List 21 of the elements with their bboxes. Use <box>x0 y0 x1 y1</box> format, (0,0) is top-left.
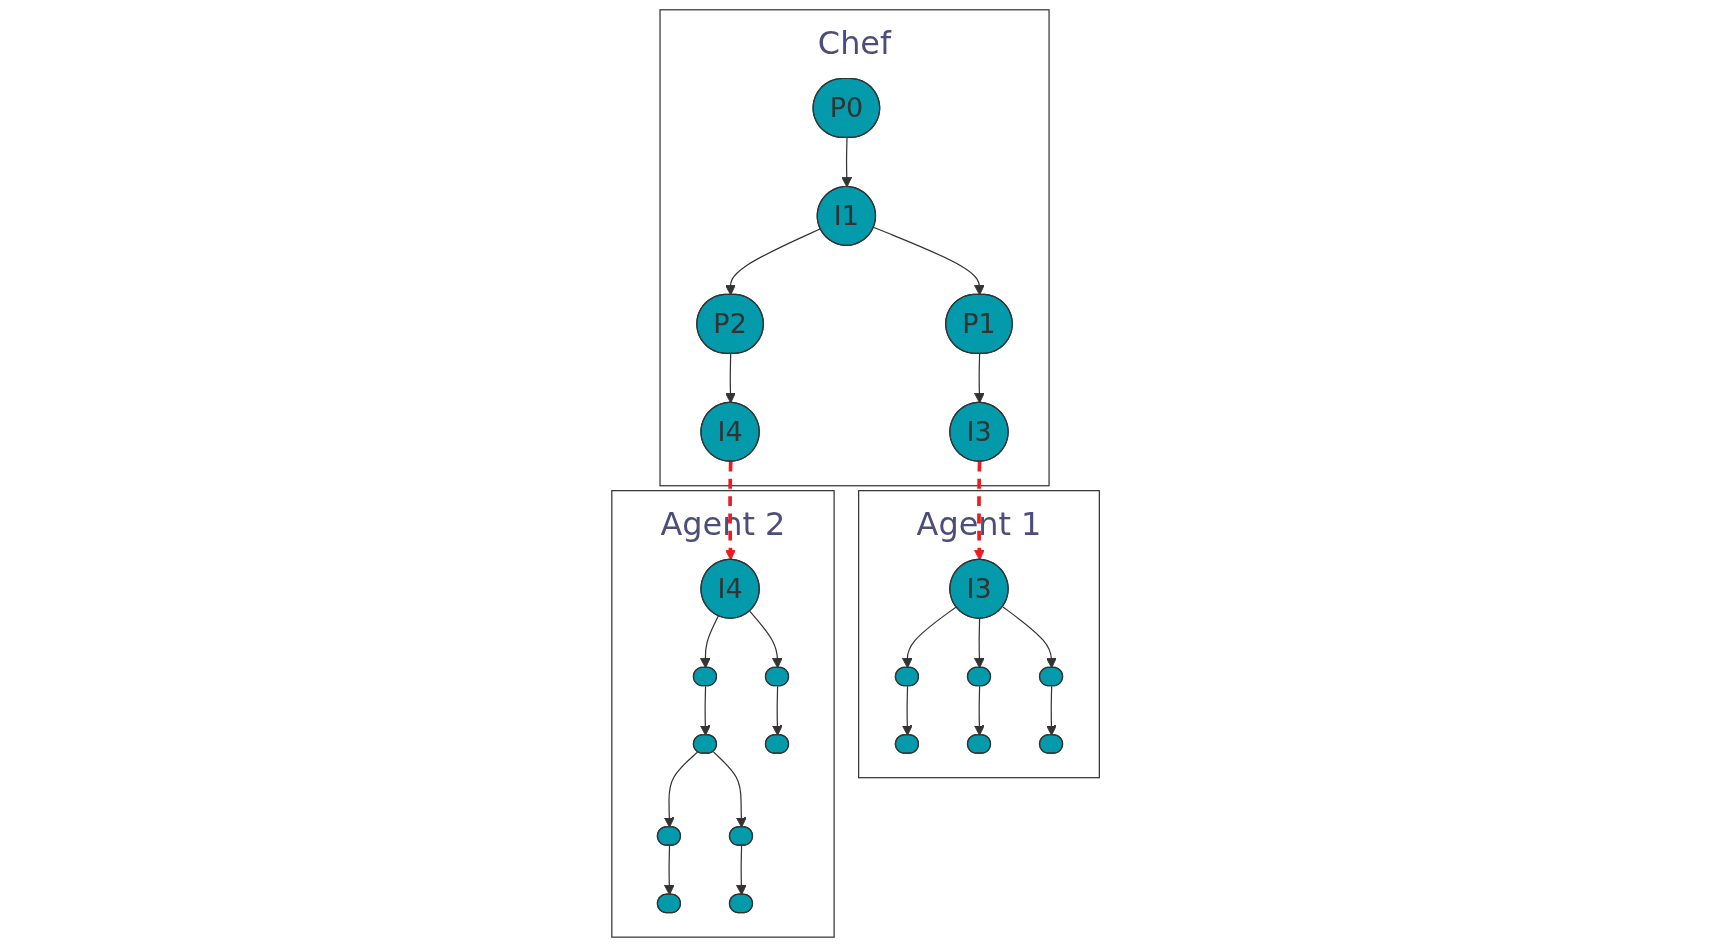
arrow <box>735 845 747 896</box>
arrow <box>699 615 719 669</box>
arrow <box>725 228 822 296</box>
arrow <box>663 845 675 896</box>
arrow <box>841 137 853 188</box>
arrow <box>699 685 711 736</box>
arrow <box>725 461 736 561</box>
arrow <box>725 353 736 404</box>
arrow <box>749 610 783 669</box>
arrow <box>901 606 957 669</box>
arrow <box>873 226 985 296</box>
arrow <box>973 353 985 404</box>
arrow <box>1045 685 1057 736</box>
arrow <box>973 685 985 736</box>
arrow <box>663 751 699 828</box>
arrow <box>771 685 783 736</box>
arrow <box>901 685 913 736</box>
arrow <box>973 461 985 561</box>
arrow <box>1002 606 1057 669</box>
arrow <box>712 751 747 828</box>
arrow <box>973 618 985 669</box>
